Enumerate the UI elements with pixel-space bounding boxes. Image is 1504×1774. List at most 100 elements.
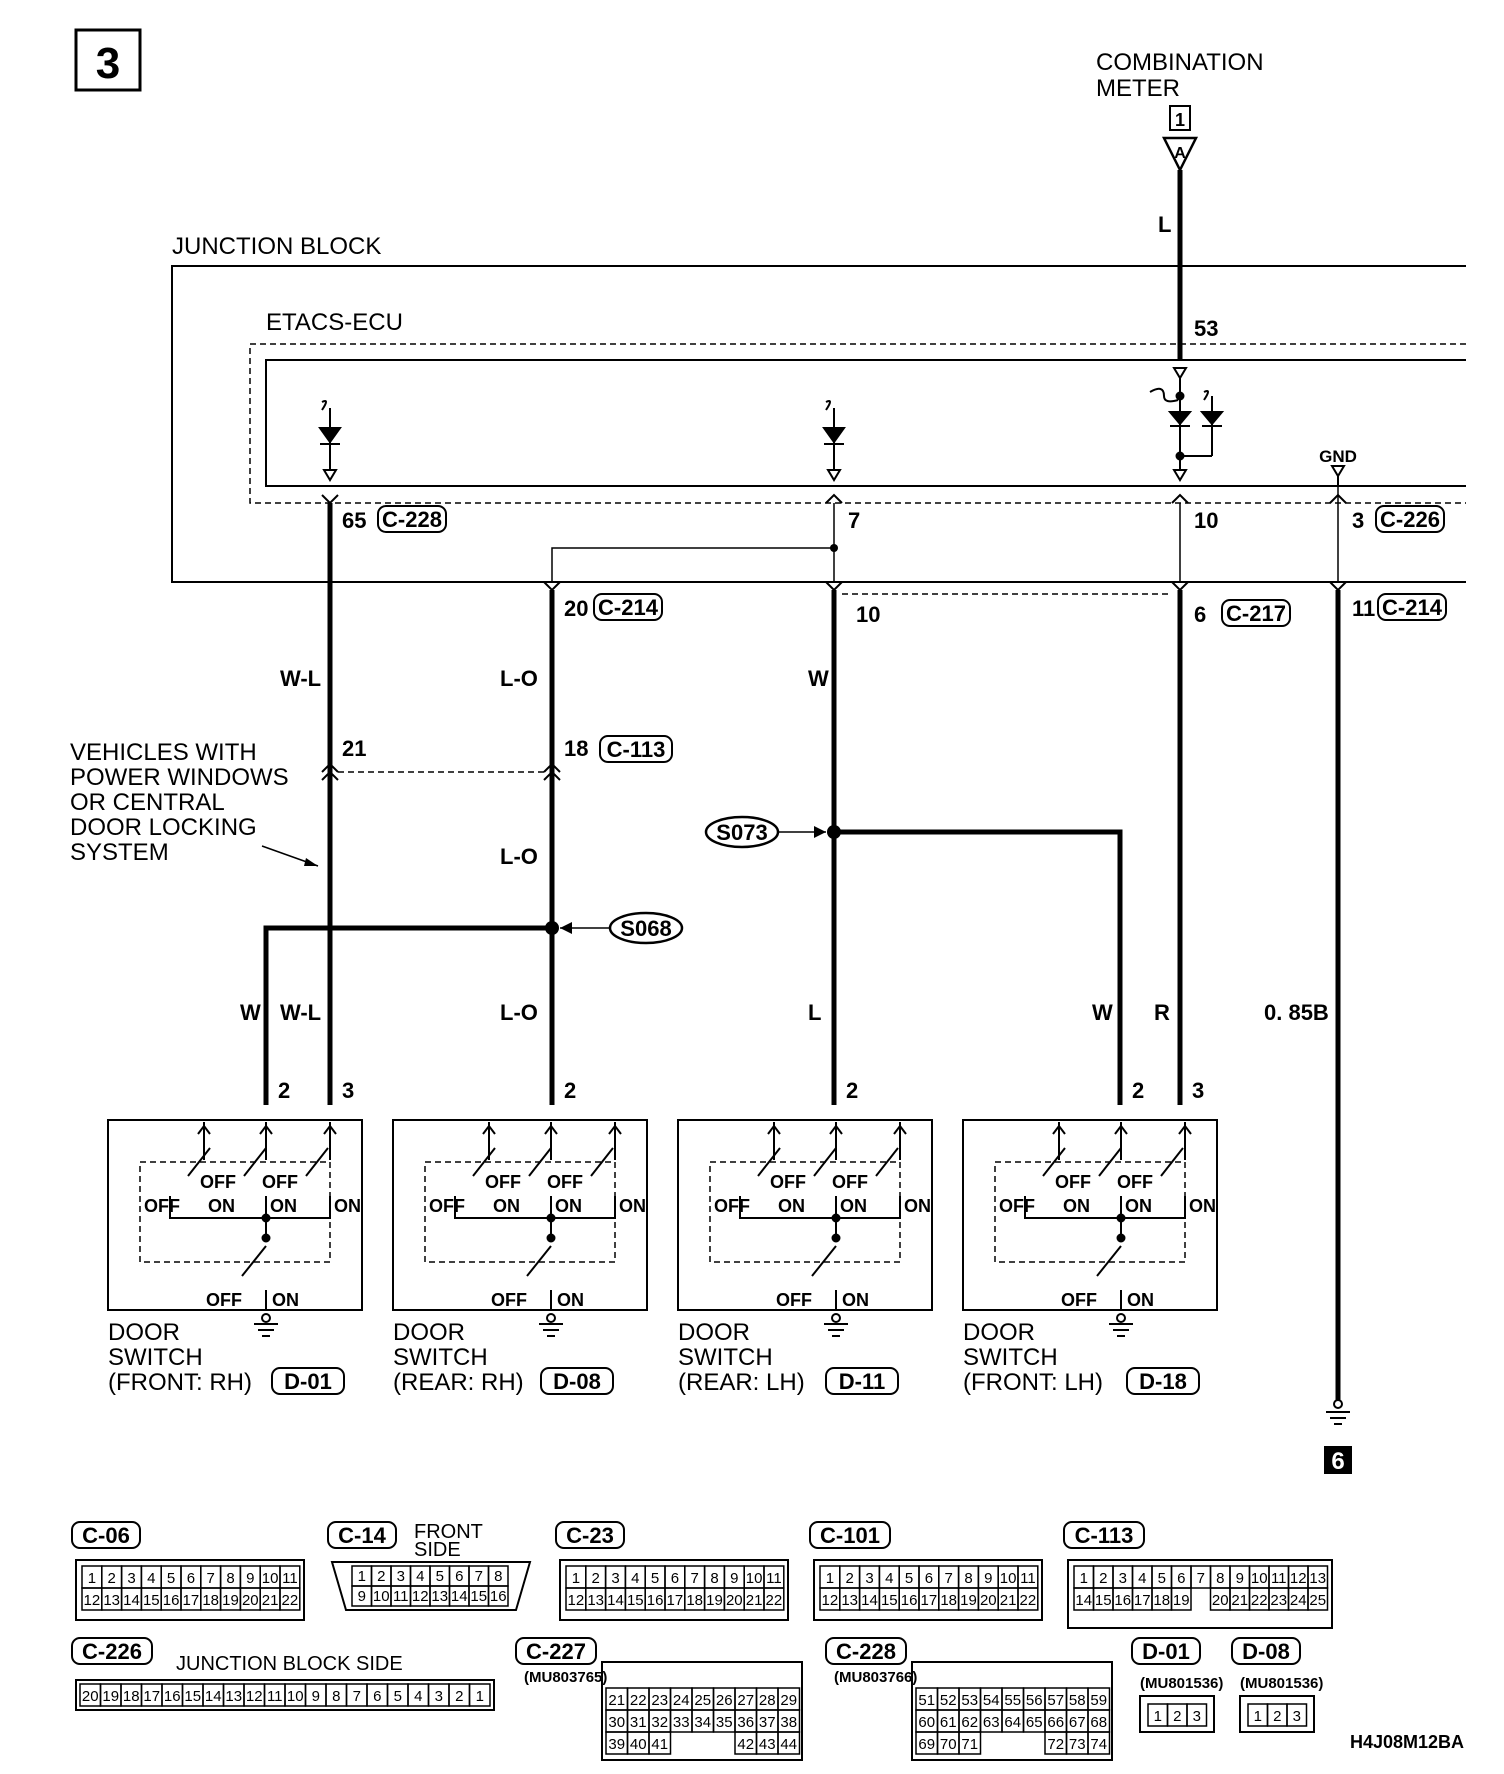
connector-c113-ref: C-113 [607,737,666,762]
svg-text:2: 2 [1099,1570,1107,1587]
combination-meter-label-2: METER [1096,75,1180,102]
jb-pin-chevrons [543,581,1347,592]
wire-wl-lower: W-L [280,1000,321,1025]
svg-text:3: 3 [1119,1570,1127,1587]
switch-name-line1: DOOR [393,1319,465,1346]
c06-label: C-06 [82,1523,130,1548]
svg-text:24: 24 [673,1692,690,1709]
svg-text:18: 18 [202,1592,219,1609]
svg-text:11: 11 [267,1688,283,1705]
svg-text:14: 14 [205,1688,222,1705]
page-number: 3 [96,39,120,88]
svg-text:6: 6 [455,1568,463,1585]
svg-text:10: 10 [1000,1570,1017,1587]
wire-wl-upper: W-L [280,666,321,691]
meter-connector-symbol [1161,136,1199,173]
switch-on-label: ON [555,1196,582,1216]
svg-text:14: 14 [607,1592,624,1609]
switch-on-label: ON [493,1196,520,1216]
switch-off-label: OFF [832,1172,868,1192]
svg-text:5: 5 [394,1688,402,1705]
svg-text:1: 1 [476,1688,484,1705]
c228-label: C-228 [836,1639,896,1664]
ground-symbol [1326,1399,1350,1425]
svg-text:11: 11 [282,1570,298,1587]
svg-text:15: 15 [881,1592,898,1609]
ground-ref: 6 [1331,1448,1344,1475]
d08-part: (MU801536) [1240,1675,1323,1692]
gnd-pin-arrow [1330,465,1346,478]
svg-text:27: 27 [737,1692,754,1709]
svg-text:13: 13 [431,1588,448,1605]
svg-text:9: 9 [984,1570,992,1587]
svg-text:56: 56 [1026,1692,1043,1709]
switch-off-label: OFF [200,1172,236,1192]
switch-connector-ref: D-08 [553,1369,601,1394]
svg-text:53: 53 [961,1692,978,1709]
switch-off-label: OFF [714,1196,750,1216]
note-line-5: SYSTEM [70,839,169,866]
switch-on-label: ON [842,1290,869,1310]
svg-text:19: 19 [1173,1592,1190,1609]
svg-text:44: 44 [780,1736,797,1753]
switch-on-label: ON [270,1196,297,1216]
svg-text:17: 17 [667,1592,684,1609]
d01-label: D-01 [1142,1639,1190,1664]
c14-side-2: SIDE [414,1539,461,1561]
pin-3-front-rh: 3 [342,1078,354,1103]
svg-text:8: 8 [332,1688,340,1705]
pin-20: 20 [564,596,588,621]
page-number-box [74,28,142,92]
svg-text:20: 20 [980,1592,997,1609]
svg-text:2: 2 [108,1570,116,1587]
pin-18: 18 [564,736,588,761]
svg-text:12: 12 [246,1688,263,1705]
wire-w-right: W [1092,1000,1113,1025]
svg-text:60: 60 [918,1714,935,1731]
switch-on-label: ON [208,1196,235,1216]
d08-label: D-08 [1242,1639,1290,1664]
wire-w-left: W [240,1000,261,1025]
svg-text:4: 4 [885,1570,893,1587]
svg-text:30: 30 [608,1714,625,1731]
note-line-1: VEHICLES WITH [70,739,257,766]
svg-text:16: 16 [164,1688,181,1705]
note-line-2: POWER WINDOWS [70,764,289,791]
svg-text:14: 14 [123,1592,140,1609]
svg-text:23: 23 [651,1692,668,1709]
svg-text:32: 32 [651,1714,668,1731]
svg-text:4: 4 [1138,1570,1146,1587]
combination-meter-ref-box [1169,105,1191,131]
switch-on-label: ON [557,1290,584,1310]
svg-text:42: 42 [737,1736,754,1753]
svg-text:19: 19 [102,1688,119,1705]
svg-text:2: 2 [377,1568,385,1585]
svg-text:69: 69 [918,1736,935,1753]
svg-text:1: 1 [88,1570,96,1587]
gnd-label: GND [1319,447,1357,466]
svg-text:9: 9 [730,1570,738,1587]
svg-text:15: 15 [470,1588,487,1605]
svg-text:5: 5 [651,1570,659,1587]
thick-wires [263,503,1341,1400]
svg-text:41: 41 [651,1736,668,1753]
d01-part: (MU801536) [1140,1675,1223,1692]
svg-text:2: 2 [592,1570,600,1587]
note-line-3: OR CENTRAL [70,789,225,816]
switch-off-label: OFF [547,1172,583,1192]
svg-text:17: 17 [143,1688,160,1705]
svg-text:20: 20 [242,1592,259,1609]
svg-text:21: 21 [746,1592,763,1609]
wire-lo-upper: L-O [500,666,538,691]
switch-off-label: OFF [262,1172,298,1192]
svg-text:1: 1 [572,1570,580,1587]
svg-text:66: 66 [1047,1714,1064,1731]
switch-name-line2: SWITCH [678,1344,773,1371]
switch-on-label: ON [840,1196,867,1216]
